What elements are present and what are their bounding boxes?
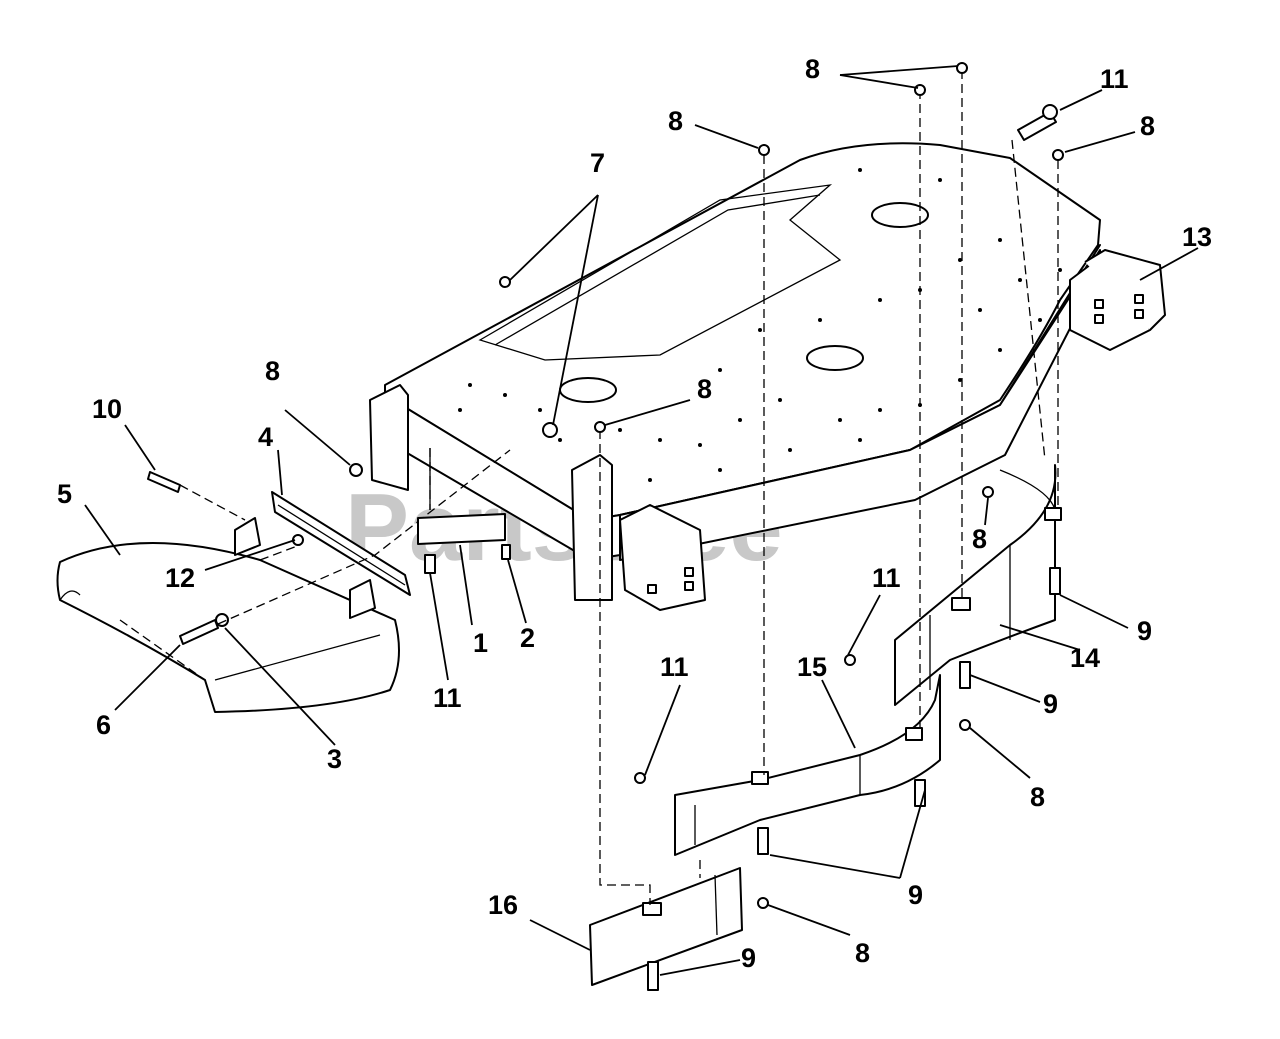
callout-8-f: 8	[972, 524, 987, 554]
callout-9-c: 9	[908, 880, 923, 910]
discharge-chute-assembly	[56, 449, 511, 713]
callout-5: 5	[57, 479, 72, 509]
callout-8-a: 8	[805, 54, 820, 84]
callout-16: 16	[488, 890, 518, 920]
callout-7: 7	[590, 148, 605, 178]
callout-10: 10	[92, 394, 122, 424]
mower-deck	[369, 142, 1166, 611]
callout-8-b: 8	[668, 106, 683, 136]
callout-8-d: 8	[265, 356, 280, 386]
callout-12: 12	[165, 563, 195, 593]
leader-lines	[84, 65, 1199, 976]
callout-9-b: 9	[1043, 689, 1058, 719]
callout-14: 14	[1070, 643, 1100, 673]
callout-4: 4	[258, 422, 273, 452]
callout-11-a: 11	[1100, 64, 1129, 94]
callout-2: 2	[520, 623, 535, 653]
callout-labels: 8 11 8 8 7 13 8 8 10 4 5 8 12 11 9 1 2 1…	[57, 54, 1212, 973]
callout-1: 1	[473, 628, 488, 658]
rear-baffles	[349, 62, 1064, 991]
callout-13: 13	[1182, 222, 1212, 252]
plate-and-bolt	[417, 448, 511, 574]
callout-11-d: 11	[433, 683, 462, 713]
callout-9-d: 9	[741, 943, 756, 973]
callout-15: 15	[797, 652, 827, 682]
callout-8-c: 8	[1140, 111, 1155, 141]
callout-3: 3	[327, 744, 342, 774]
callout-8-g: 8	[1030, 782, 1045, 812]
callout-6: 6	[96, 710, 111, 740]
callout-8-h: 8	[855, 938, 870, 968]
callout-8-e: 8	[697, 374, 712, 404]
callout-9-a: 9	[1137, 616, 1152, 646]
callout-11-b: 11	[872, 563, 901, 593]
callout-11-c: 11	[660, 652, 689, 682]
